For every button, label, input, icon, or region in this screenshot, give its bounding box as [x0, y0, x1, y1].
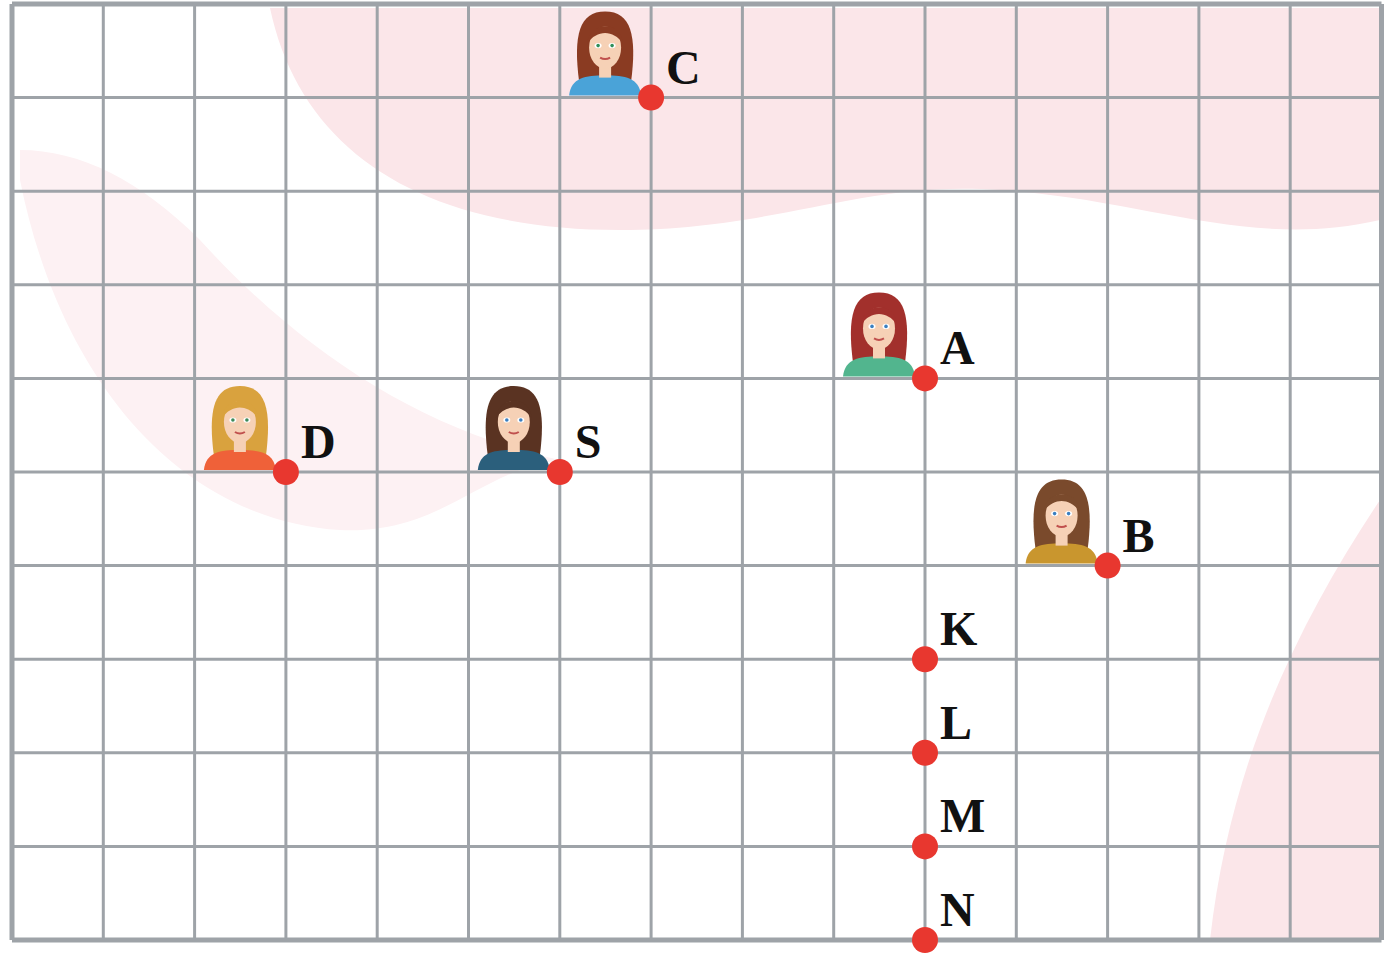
grid-lines: [12, 4, 1382, 940]
point-label: L: [940, 699, 972, 747]
grid-point: [638, 85, 664, 111]
portraits: [204, 12, 1098, 564]
point-label: K: [940, 605, 977, 653]
point-label: A: [940, 324, 975, 372]
grid-line: [12, 564, 1382, 567]
grid-point: [547, 459, 573, 485]
grid-line: [12, 471, 1382, 474]
grid-line: [12, 190, 1382, 193]
portrait: [204, 386, 276, 470]
portrait: [569, 12, 641, 96]
grid-point: [912, 740, 938, 766]
point-label: N: [940, 886, 975, 934]
grid-line: [12, 283, 1382, 286]
point-label: C: [666, 44, 701, 92]
grid-line: [12, 96, 1382, 99]
grid-line: [12, 938, 1382, 943]
grid-point: [912, 646, 938, 672]
grid-line: [12, 751, 1382, 754]
point-label: M: [940, 792, 985, 840]
grid-line: [12, 377, 1382, 380]
point-label: D: [301, 418, 336, 466]
grid-point: [912, 927, 938, 953]
grid-point: [912, 365, 938, 391]
portrait: [843, 292, 915, 376]
grid-line: [12, 2, 1382, 7]
grid-line: [12, 658, 1382, 661]
grid-point: [912, 833, 938, 859]
background-blobs: [20, 8, 1380, 940]
portrait: [1026, 480, 1098, 564]
point-label: S: [575, 418, 602, 466]
portrait: [478, 386, 550, 470]
point-label: B: [1123, 512, 1155, 560]
grid-point: [1095, 553, 1121, 579]
grid-line: [12, 845, 1382, 848]
pink-blob: [270, 8, 1380, 230]
grid-point: [273, 459, 299, 485]
points: [273, 85, 1121, 953]
